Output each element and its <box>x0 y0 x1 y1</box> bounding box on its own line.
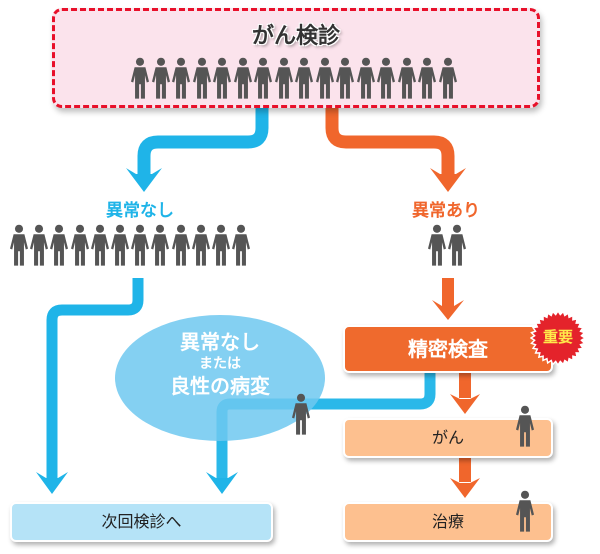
person-icon <box>295 57 313 99</box>
person-icon <box>254 57 272 99</box>
arrow-head-next-left <box>36 472 68 494</box>
person-icon <box>232 223 250 267</box>
person-icon <box>292 392 310 436</box>
person-icon <box>418 57 436 99</box>
benign-line1: 異常なし <box>180 330 260 354</box>
person-icon <box>91 223 109 267</box>
person-icon <box>111 223 129 267</box>
benign-text: 異常なし または 良性の病変 <box>115 330 325 398</box>
person-icon <box>30 223 48 267</box>
screening-title: がん検診 <box>251 24 340 49</box>
person-icon <box>448 223 466 267</box>
treatment-people <box>516 490 534 532</box>
next-screening-label: 次回検診へ <box>101 512 182 531</box>
person-icon <box>10 223 28 267</box>
person-icon <box>377 57 395 99</box>
person-icon <box>234 57 252 99</box>
person-icon <box>516 490 534 532</box>
person-icon <box>357 57 375 99</box>
person-icon <box>213 57 231 99</box>
important-badge-icon <box>530 310 586 366</box>
arrow-head-cancer <box>450 394 480 414</box>
person-icon <box>516 405 534 447</box>
next-screening-box: 次回検診へ <box>10 502 273 542</box>
cancer-label: がん <box>431 428 464 447</box>
cancer-people <box>516 405 534 447</box>
arrow-head-exam <box>432 300 464 320</box>
person-icon <box>151 223 169 267</box>
treatment-label: 治療 <box>431 512 464 531</box>
screening-box <box>52 8 540 108</box>
person-icon <box>398 57 416 99</box>
benign-ellipse <box>115 315 325 441</box>
person-icon <box>212 223 230 267</box>
benign-line3: 良性の病変 <box>170 374 270 398</box>
person-icon <box>152 57 170 99</box>
screening-people <box>131 57 459 99</box>
person-icon <box>131 57 149 99</box>
abnormal-label: 異常あり <box>412 201 480 221</box>
person-icon <box>439 57 457 99</box>
person-icon <box>50 223 68 267</box>
person-icon <box>172 57 190 99</box>
arrow-to-normal <box>137 108 269 176</box>
arrow-head-normal <box>126 168 162 192</box>
arrow-head-abnormal <box>430 168 466 192</box>
treatment-box: 治療 <box>343 502 553 542</box>
person-icon <box>131 223 149 267</box>
important-badge-label: 重要 <box>542 328 573 346</box>
person-icon <box>336 57 354 99</box>
abnormal-people <box>428 223 468 267</box>
normal-label: 異常なし <box>106 201 174 221</box>
person-icon <box>172 223 190 267</box>
person-icon <box>192 223 210 267</box>
benign-people <box>292 392 310 436</box>
detailed-exam-box: 精密検査 <box>343 325 553 373</box>
arrow-head-next-right <box>206 472 238 494</box>
benign-line2: または <box>199 356 241 372</box>
person-icon <box>316 57 334 99</box>
arrow-normal-to-next <box>46 278 144 480</box>
normal-people <box>10 223 252 267</box>
person-icon <box>71 223 89 267</box>
person-icon <box>193 57 211 99</box>
person-icon <box>275 57 293 99</box>
arrow-to-abnormal <box>325 108 455 176</box>
arrow-head-treatment <box>450 478 480 498</box>
person-icon <box>428 223 446 267</box>
